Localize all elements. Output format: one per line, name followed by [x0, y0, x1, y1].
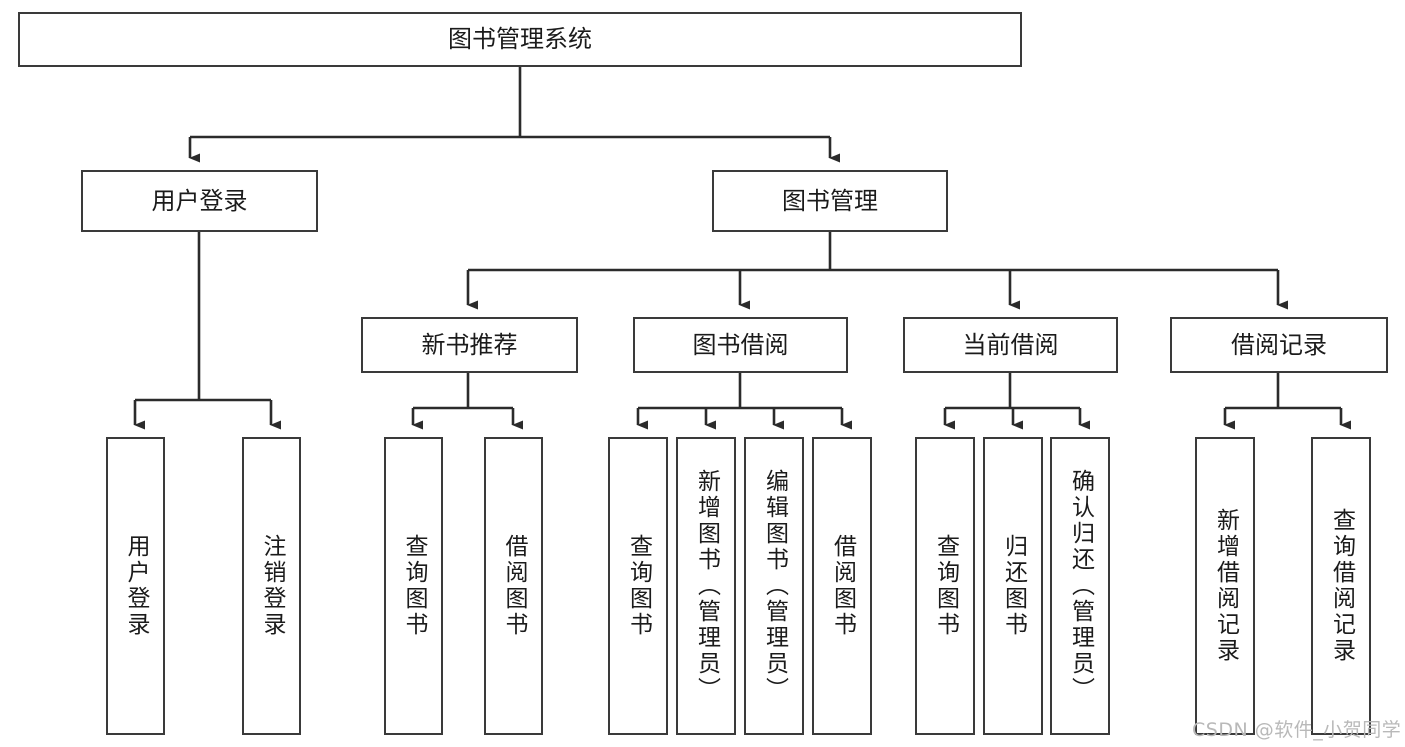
- node-root-label: 图书管理系统: [448, 25, 592, 54]
- node-leaf-query-book-1-label: 查询图书: [401, 534, 427, 638]
- node-leaf-borrow-book-1[interactable]: 借阅图书: [484, 437, 543, 735]
- node-book-manage[interactable]: 图书管理: [712, 170, 948, 232]
- node-leaf-edit-book[interactable]: 编辑图书（管理员）: [744, 437, 804, 735]
- node-new-book-rec-label: 新书推荐: [421, 330, 518, 359]
- node-root[interactable]: 图书管理系统: [18, 12, 1022, 67]
- node-leaf-logout[interactable]: 注销登录: [242, 437, 301, 735]
- node-leaf-query-record-label: 查询借阅记录: [1328, 508, 1355, 664]
- node-leaf-query-book-1[interactable]: 查询图书: [384, 437, 443, 735]
- node-book-borrow-label: 图书借阅: [692, 330, 789, 359]
- node-leaf-add-record-label: 新增借阅记录: [1212, 508, 1239, 664]
- node-leaf-logout-label: 注销登录: [259, 534, 285, 638]
- node-leaf-borrow-book-2[interactable]: 借阅图书: [812, 437, 872, 735]
- node-book-manage-label: 图书管理: [782, 186, 878, 215]
- node-leaf-add-record[interactable]: 新增借阅记录: [1195, 437, 1255, 735]
- node-leaf-borrow-book-2-label: 借阅图书: [829, 534, 856, 638]
- node-leaf-query-book-3-label: 查询图书: [932, 534, 959, 638]
- node-leaf-return-book-label: 归还图书: [1000, 534, 1027, 638]
- node-leaf-user-login-label: 用户登录: [123, 534, 149, 638]
- node-book-borrow[interactable]: 图书借阅: [633, 317, 848, 373]
- node-leaf-add-book-label: 新增图书（管理员）: [693, 469, 720, 703]
- node-leaf-query-book-3[interactable]: 查询图书: [915, 437, 975, 735]
- node-leaf-query-record[interactable]: 查询借阅记录: [1311, 437, 1371, 735]
- node-leaf-return-book[interactable]: 归还图书: [983, 437, 1043, 735]
- node-leaf-confirm-return-label: 确认归还（管理员）: [1067, 469, 1094, 703]
- node-current-borrow[interactable]: 当前借阅: [903, 317, 1118, 373]
- node-user-login[interactable]: 用户登录: [81, 170, 318, 232]
- node-leaf-confirm-return[interactable]: 确认归还（管理员）: [1050, 437, 1110, 735]
- node-leaf-query-book-2[interactable]: 查询图书: [608, 437, 668, 735]
- node-current-borrow-label: 当前借阅: [962, 330, 1059, 359]
- node-new-book-rec[interactable]: 新书推荐: [361, 317, 578, 373]
- node-leaf-borrow-book-1-label: 借阅图书: [501, 534, 527, 638]
- node-leaf-edit-book-label: 编辑图书（管理员）: [761, 469, 788, 703]
- node-borrow-record-label: 借阅记录: [1231, 330, 1327, 359]
- node-leaf-query-book-2-label: 查询图书: [625, 534, 652, 638]
- node-borrow-record[interactable]: 借阅记录: [1170, 317, 1388, 373]
- node-user-login-label: 用户登录: [151, 186, 248, 215]
- node-leaf-user-login[interactable]: 用户登录: [106, 437, 165, 735]
- node-leaf-add-book[interactable]: 新增图书（管理员）: [676, 437, 736, 735]
